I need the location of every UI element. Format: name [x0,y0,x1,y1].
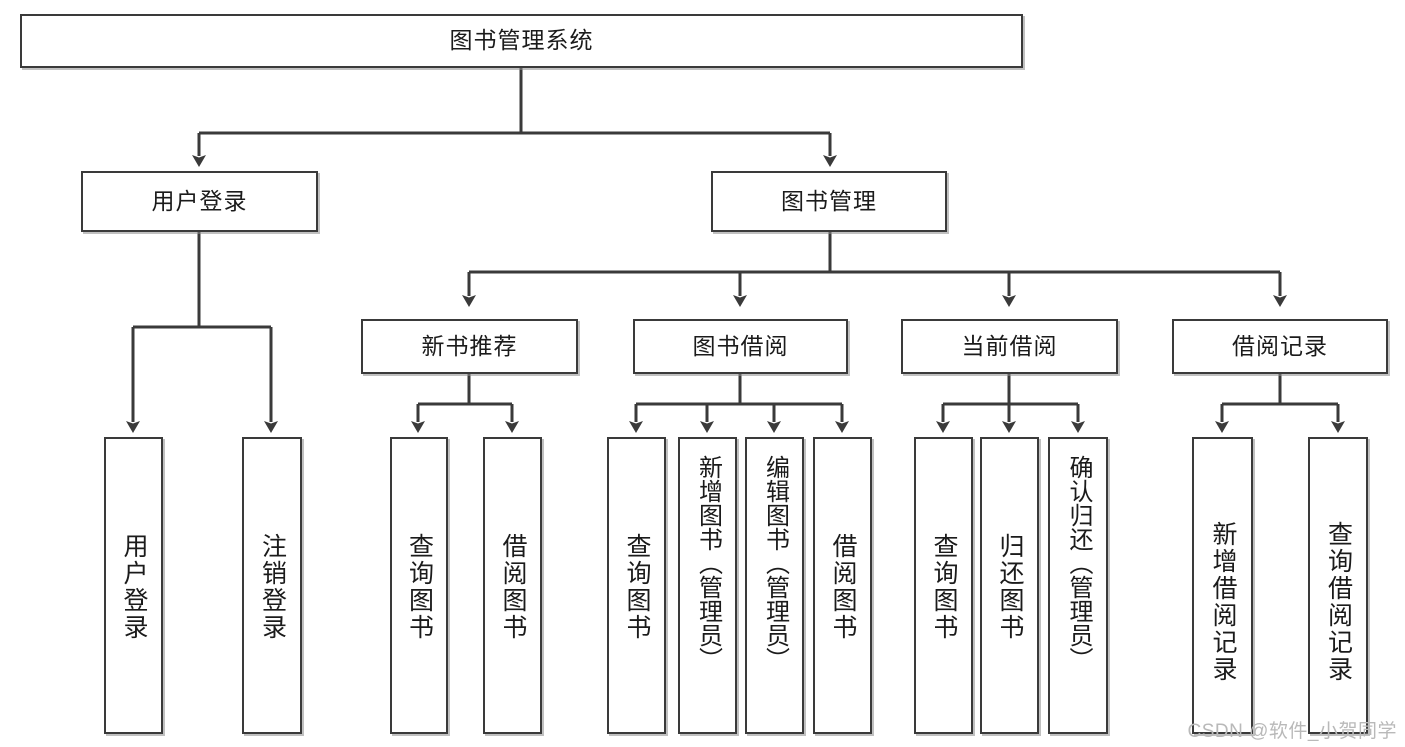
node-label: 新书推荐 [421,332,518,359]
leaf-user-login[interactable]: 用户登录 [104,437,163,734]
node-label: 注销登录 [258,533,287,641]
node-current-borrow[interactable]: 当前借阅 [901,319,1118,374]
node-label: 查询借阅记录 [1324,521,1353,683]
node-book-borrow[interactable]: 图书借阅 [633,319,848,374]
node-label: 当前借阅 [961,332,1058,359]
leaf-add-borrow-record[interactable]: 新增借阅记录 [1192,437,1253,734]
node-label: 查询图书 [623,533,651,641]
leaf-query-book-current[interactable]: 查询图书 [914,437,973,734]
node-label: 用户登录 [151,187,248,214]
node-label: 图书管理系统 [449,27,594,54]
node-book-management[interactable]: 图书管理 [711,171,947,232]
node-user-login[interactable]: 用户登录 [81,171,318,232]
leaf-borrow-book[interactable]: 借阅图书 [813,437,872,734]
leaf-query-book-newbook[interactable]: 查询图书 [390,437,448,734]
node-new-book-recommend[interactable]: 新书推荐 [361,319,578,374]
node-label: 图书管理 [781,187,877,214]
node-root-system[interactable]: 图书管理系统 [20,14,1023,68]
node-label: 编辑图书（管理员） [761,455,789,671]
node-label: 查询图书 [930,533,958,641]
leaf-edit-book-admin[interactable]: 编辑图书（管理员） [745,437,804,734]
node-label: 新增图书（管理员） [694,455,722,671]
node-label: 新增借阅记录 [1209,521,1237,683]
node-borrow-record[interactable]: 借阅记录 [1172,319,1388,374]
node-label: 用户登录 [120,533,148,641]
leaf-return-book[interactable]: 归还图书 [980,437,1039,734]
leaf-query-borrow-record[interactable]: 查询借阅记录 [1308,437,1368,734]
leaf-borrow-book-newbook[interactable]: 借阅图书 [483,437,542,734]
node-label: 借阅图书 [499,533,527,641]
csdn-watermark: CSDN @软件_小贺同学 [1187,721,1397,742]
leaf-confirm-return-admin[interactable]: 确认归还（管理员） [1048,437,1108,734]
node-label: 借阅图书 [829,533,857,641]
node-label: 借阅记录 [1232,332,1328,359]
node-label: 图书借阅 [692,332,789,359]
node-label: 查询图书 [405,533,434,641]
node-label: 归还图书 [996,533,1024,641]
leaf-query-book-borrow[interactable]: 查询图书 [607,437,666,734]
leaf-add-book-admin[interactable]: 新增图书（管理员） [678,437,737,734]
node-label: 确认归还（管理员） [1065,455,1092,671]
leaf-logout[interactable]: 注销登录 [242,437,302,734]
